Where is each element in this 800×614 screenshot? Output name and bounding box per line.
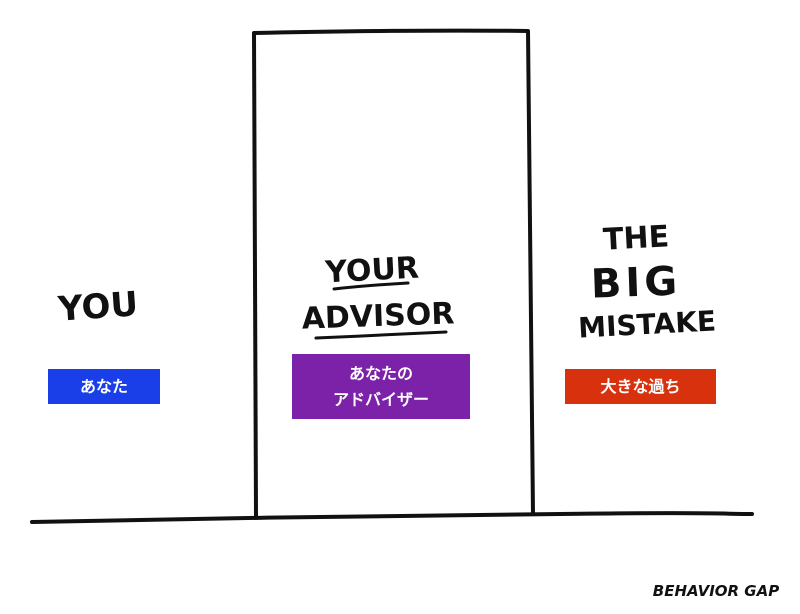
advisor-label-line1: あなたの bbox=[348, 363, 413, 383]
advisor-label-line2: アドバイザー bbox=[332, 389, 429, 409]
advisor-underline-2 bbox=[314, 330, 448, 340]
mistake-heading-line2: BIG bbox=[590, 258, 682, 307]
advisor-underline-1 bbox=[332, 281, 410, 291]
ground-line bbox=[30, 511, 754, 524]
you-heading: YOU bbox=[56, 284, 140, 330]
mistake-label: 大きな過ち bbox=[565, 369, 716, 404]
you-label-text: あなた bbox=[79, 376, 128, 396]
mistake-label-text: 大きな過ち bbox=[600, 376, 681, 396]
advisor-wall bbox=[252, 28, 535, 518]
advisor-heading-line2: ADVISOR bbox=[301, 296, 455, 336]
mistake-heading-line3: MISTAKE bbox=[577, 304, 716, 344]
mistake-heading-line1: THE bbox=[602, 219, 670, 257]
behavior-gap-credit: BEHAVIOR GAP bbox=[653, 582, 779, 600]
advisor-label: あなたの アドバイザー bbox=[292, 354, 470, 419]
you-label: あなた bbox=[48, 369, 160, 404]
